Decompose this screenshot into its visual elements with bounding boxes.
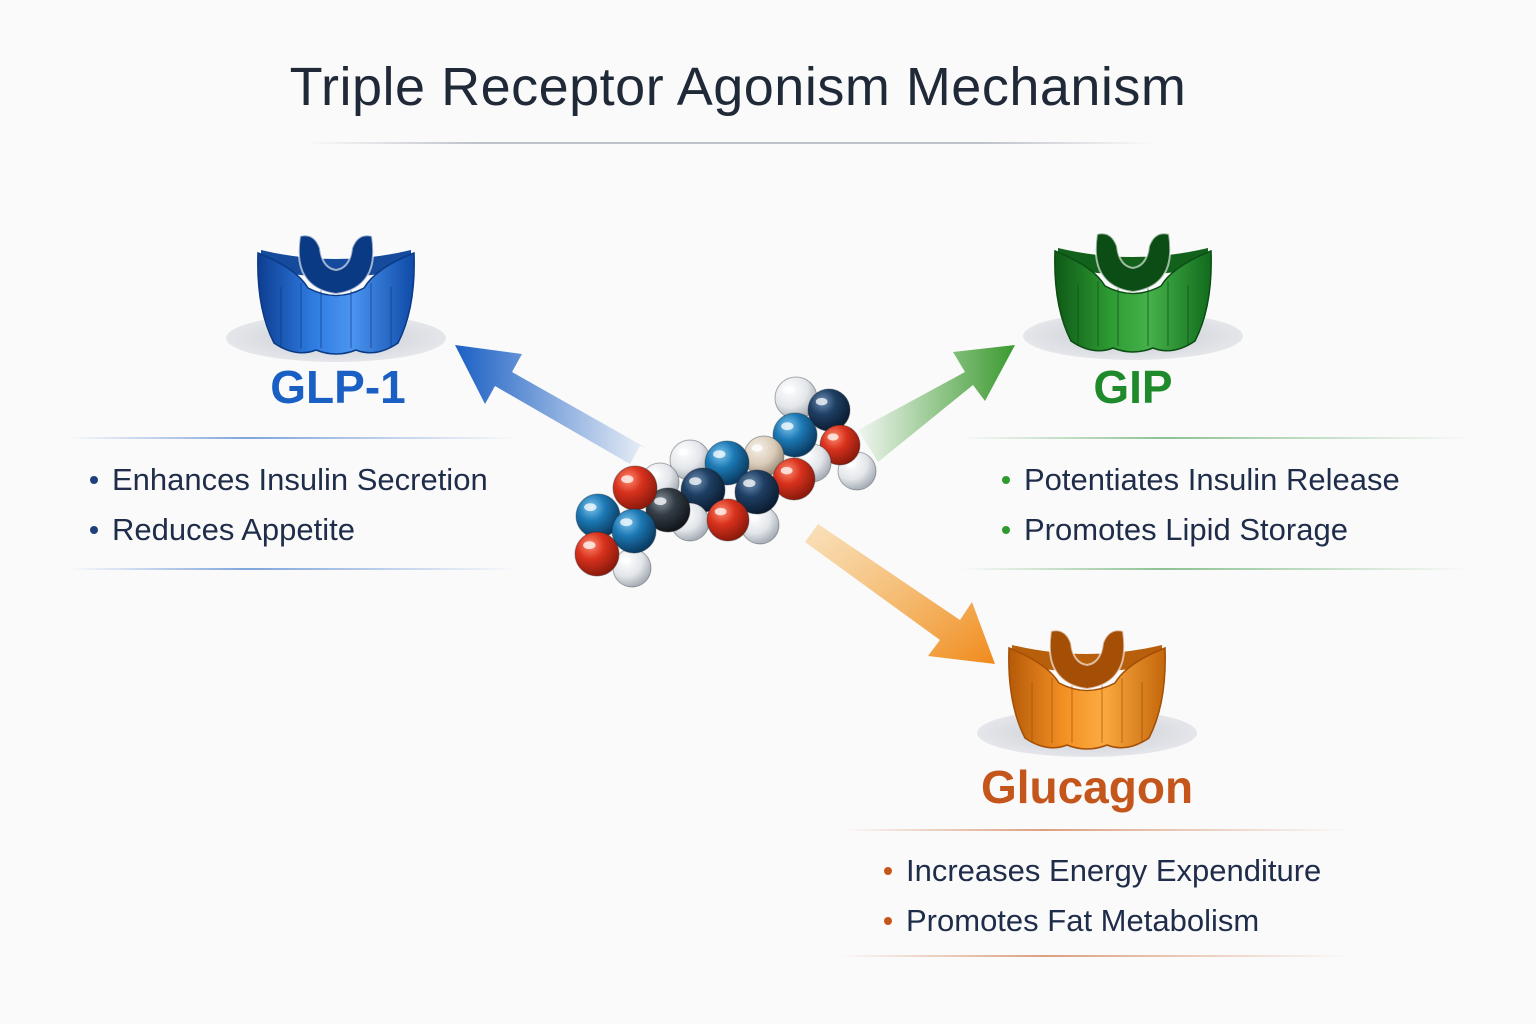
gip-receptor-icon [1023, 232, 1243, 360]
atom-highlight [621, 475, 634, 484]
atom-highlight [713, 450, 726, 459]
glp1-receptor-icon [226, 234, 446, 362]
bullet-text: Promotes Fat Metabolism [906, 903, 1260, 938]
atom-highlight [781, 422, 794, 431]
atom-highlight [584, 503, 597, 512]
glucagon-receptor-icon [977, 629, 1197, 757]
atom-highlight [620, 518, 633, 527]
glp1-bullet-list: Enhances Insulin Secretion Reduces Appet… [90, 455, 488, 555]
list-item: Reduces Appetite [90, 505, 488, 555]
atom-highlight [782, 385, 795, 394]
bullet-dot [884, 867, 892, 875]
atom [706, 498, 750, 542]
arrow-to-glp1 [455, 345, 650, 464]
receptor-label-gip: GIP [1093, 361, 1173, 413]
glucagon-divider-top [840, 829, 1350, 831]
atom-highlight [714, 507, 727, 516]
receptor-binding-pocket [297, 234, 375, 296]
glp1-divider-top [68, 437, 518, 439]
gip-divider-top [960, 437, 1470, 439]
arrow-to-gip [858, 345, 1015, 462]
atom-highlight [583, 541, 596, 550]
list-item: Enhances Insulin Secretion [90, 455, 488, 505]
bullet-dot [90, 526, 98, 534]
atom-highlight [815, 397, 828, 406]
bullet-text: Potentiates Insulin Release [1024, 462, 1400, 497]
glp1-divider-bottom [68, 568, 518, 570]
bullet-text: Reduces Appetite [112, 512, 356, 547]
atom-highlight [743, 479, 756, 488]
atom [574, 531, 620, 577]
atom-highlight [689, 477, 702, 486]
receptor-binding-pocket [1048, 629, 1126, 691]
atom-highlight [748, 513, 759, 521]
title-divider [305, 142, 1155, 144]
bullet-dot [90, 476, 98, 484]
gip-bullet-list: Potentiates Insulin Release Promotes Lip… [1002, 455, 1400, 555]
list-item: Increases Energy Expenditure [884, 846, 1321, 896]
receptor-body [257, 251, 415, 355]
bullet-text: Promotes Lipid Storage [1024, 512, 1348, 547]
receptor-body [1008, 646, 1166, 750]
receptor-label-glucagon: Glucagon [980, 761, 1194, 813]
receptor-label-glp1: GLP-1 [270, 361, 406, 413]
arrow-to-glucagon [805, 524, 995, 664]
list-item: Promotes Fat Metabolism [884, 896, 1321, 946]
list-item: Promotes Lipid Storage [1002, 505, 1400, 555]
atom-highlight [620, 556, 631, 564]
receptor-binding-pocket [1094, 232, 1172, 294]
atom-highlight [780, 466, 793, 475]
atom-highlight [751, 444, 763, 452]
atom-highlight [677, 448, 689, 456]
atom-highlight [654, 497, 667, 506]
glucagon-divider-bottom [840, 955, 1350, 957]
bullet-dot [1002, 476, 1010, 484]
gip-divider-bottom [960, 568, 1470, 570]
glucagon-bullet-list: Increases Energy Expenditure Promotes Fa… [884, 846, 1321, 946]
atom [611, 508, 657, 554]
page-title: Triple Receptor Agonism Mechanism [289, 57, 1187, 117]
bullet-dot [884, 917, 892, 925]
bullet-dot [1002, 526, 1010, 534]
list-item: Potentiates Insulin Release [1002, 455, 1400, 505]
bullet-text: Enhances Insulin Secretion [112, 462, 488, 497]
molecule-icon [574, 376, 877, 588]
receptor-body [1054, 249, 1212, 353]
atom [612, 465, 658, 511]
bullet-text: Increases Energy Expenditure [906, 853, 1322, 888]
atom-highlight [827, 433, 839, 441]
